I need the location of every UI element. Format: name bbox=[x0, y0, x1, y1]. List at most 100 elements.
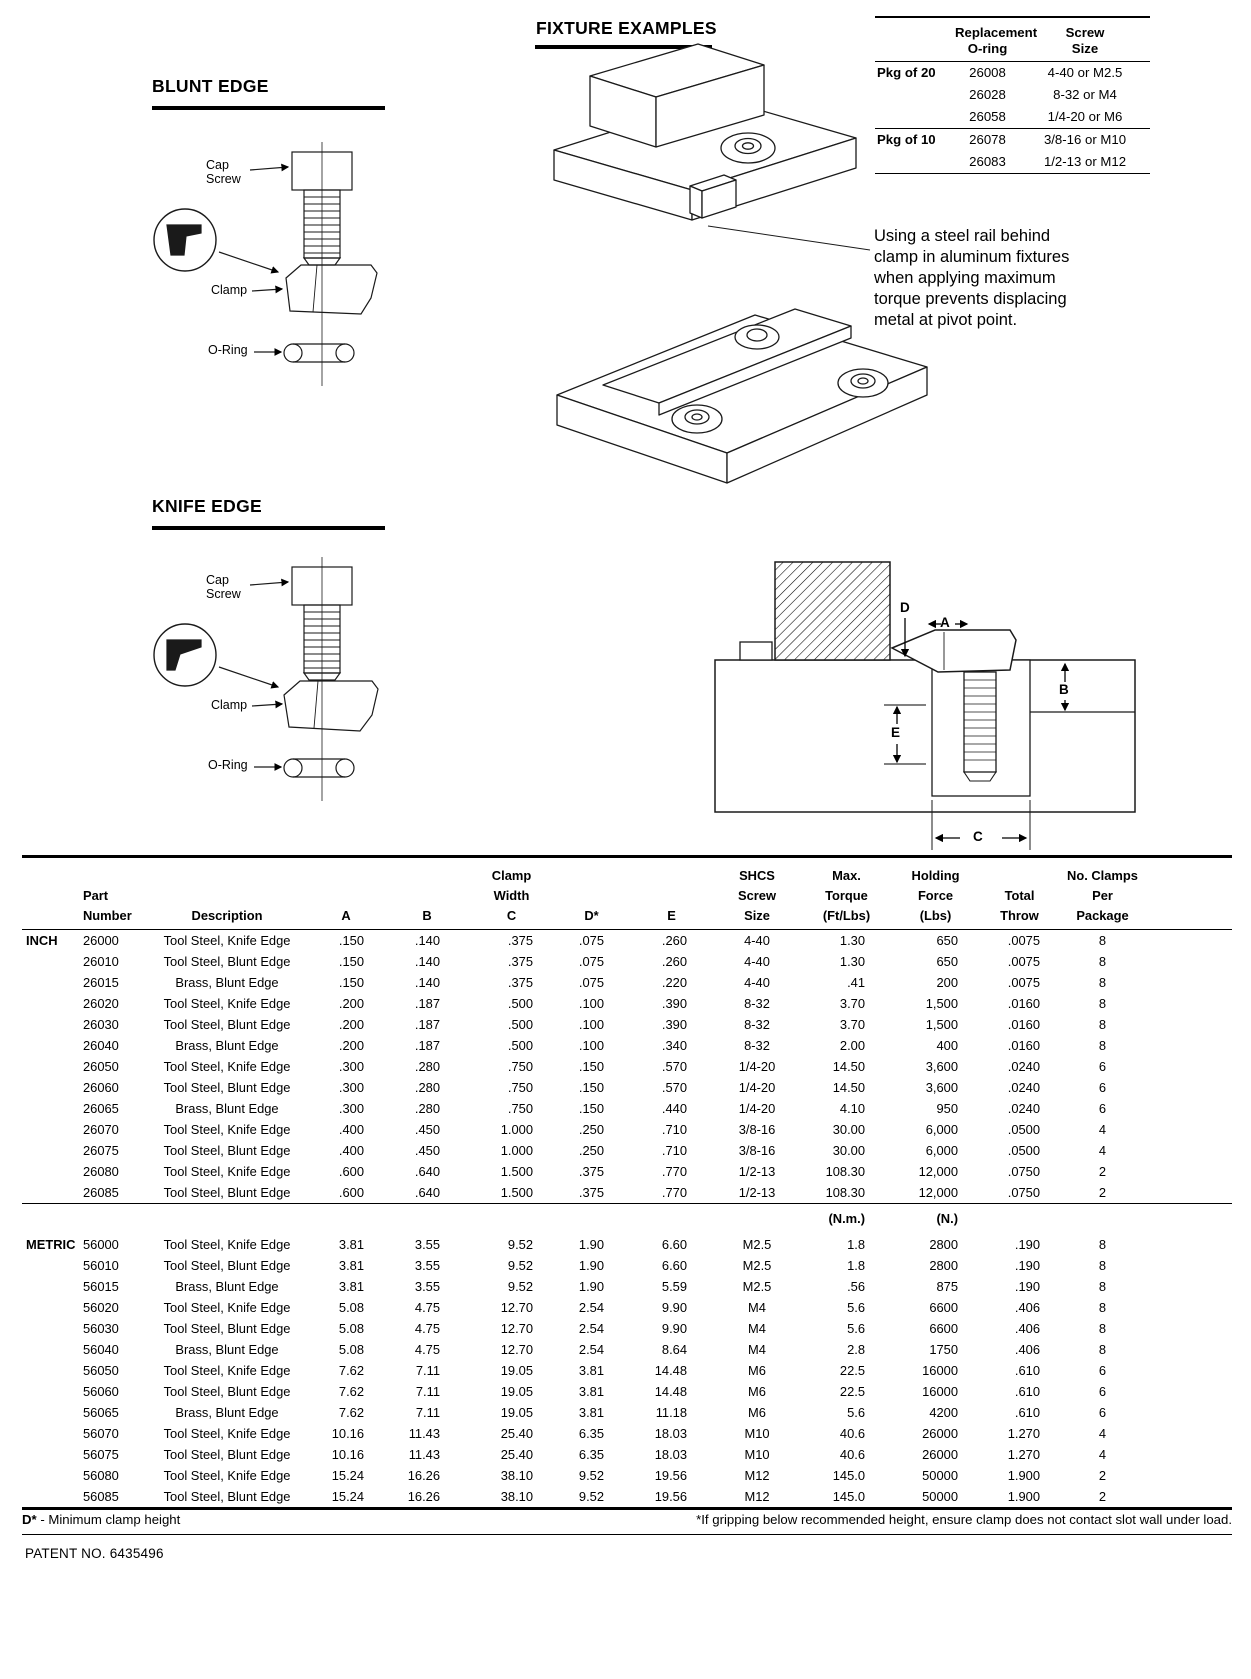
table-cell bbox=[875, 84, 955, 106]
table-cell: .0500 bbox=[1007, 1122, 1040, 1137]
table-cell bbox=[22, 1360, 76, 1381]
table-cell: 2800 bbox=[929, 1237, 958, 1252]
table-cell: .440 bbox=[661, 1101, 687, 1116]
table-cell: Brass, Blunt Edge bbox=[175, 1405, 279, 1420]
header-line: Clamp bbox=[491, 868, 532, 883]
table-cell: 26028 bbox=[969, 87, 1006, 102]
oring-label: O-Ring bbox=[208, 343, 248, 357]
table-cell: M2.5 bbox=[742, 1237, 772, 1252]
table-cell: Tool Steel, Knife Edge bbox=[163, 1237, 291, 1252]
footer-rule bbox=[22, 1534, 1232, 1535]
table-cell: .500 bbox=[507, 1017, 533, 1032]
table-cell: 2.54 bbox=[578, 1321, 604, 1336]
table-cell: .406 bbox=[1014, 1342, 1040, 1357]
header-line: Screw bbox=[1065, 25, 1105, 40]
table-cell: 3.81 bbox=[338, 1258, 364, 1273]
header-line: A bbox=[341, 908, 351, 923]
table-cell: .770 bbox=[661, 1185, 687, 1200]
table-cell: 26050 bbox=[83, 1059, 119, 1074]
oring-label: O-Ring bbox=[208, 758, 248, 772]
table-cell: .0750 bbox=[1007, 1185, 1040, 1200]
table-cell: 40.6 bbox=[839, 1447, 865, 1462]
table-cell: 5.59 bbox=[661, 1279, 687, 1294]
table-cell bbox=[22, 1381, 76, 1402]
label-arrows bbox=[249, 578, 290, 771]
table-cell bbox=[22, 1444, 76, 1465]
table-cell: Pkg of 10 bbox=[877, 132, 936, 147]
table-cell: 6 bbox=[1098, 1405, 1107, 1420]
table-cell: 1.900 bbox=[1007, 1489, 1040, 1504]
table-cell: Tool Steel, Blunt Edge bbox=[163, 1321, 291, 1336]
table-cell: 5.08 bbox=[338, 1321, 364, 1336]
table-cell: 650 bbox=[936, 954, 958, 969]
table-cell: 4-40 bbox=[744, 975, 770, 990]
table-cell: 4 bbox=[1098, 1143, 1107, 1158]
cap-screw-label: Cap Screw bbox=[206, 158, 241, 186]
table-cell: .710 bbox=[661, 1143, 687, 1158]
table-cell: 1.90 bbox=[578, 1258, 604, 1273]
table-cell: 6,000 bbox=[925, 1143, 958, 1158]
table-cell: .187 bbox=[414, 1017, 440, 1032]
table-cell: M10 bbox=[744, 1426, 770, 1441]
table-cell: 26008 bbox=[969, 65, 1006, 80]
table-cell: Brass, Blunt Edge bbox=[175, 1342, 279, 1357]
table-cell bbox=[22, 951, 76, 972]
table-cell: 3,600 bbox=[925, 1080, 958, 1095]
clamp-graphic bbox=[285, 264, 378, 315]
table-cell: 1.90 bbox=[578, 1237, 604, 1252]
header-line: SHCS bbox=[739, 868, 775, 883]
table-cell: 4 bbox=[1098, 1122, 1107, 1137]
edge-detail-circle bbox=[153, 623, 280, 689]
table-cell: 8-32 bbox=[744, 996, 770, 1011]
table-cell: 56070 bbox=[83, 1426, 119, 1441]
table-cell: .400 bbox=[338, 1143, 364, 1158]
table-cell: Tool Steel, Knife Edge bbox=[163, 1164, 291, 1179]
table-cell: 6.35 bbox=[578, 1447, 604, 1462]
table-cell: 950 bbox=[936, 1101, 958, 1116]
table-cell: 3.55 bbox=[414, 1237, 440, 1252]
metric-units-row: (N.m.) (N.) bbox=[22, 1203, 1232, 1234]
table-cell: 2800 bbox=[929, 1258, 958, 1273]
table-cell: 8-32 bbox=[744, 1038, 770, 1053]
col-header-max-torque: Max.Torque(Ft/Lbs) bbox=[801, 856, 892, 930]
table-cell: 145.0 bbox=[832, 1468, 865, 1483]
table-cell: 5.6 bbox=[847, 1405, 865, 1420]
table-cell: 8 bbox=[1098, 954, 1107, 969]
table-cell bbox=[22, 1119, 76, 1140]
table-cell: 1.270 bbox=[1007, 1447, 1040, 1462]
header-line: Force bbox=[917, 888, 954, 903]
header-line: Size bbox=[744, 908, 770, 923]
table-cell bbox=[875, 106, 955, 129]
table-cell: M4 bbox=[748, 1321, 766, 1336]
header-line: Number bbox=[83, 908, 132, 923]
table-cell: 38.10 bbox=[500, 1489, 533, 1504]
table-cell: 108.30 bbox=[825, 1164, 865, 1179]
clamp-cross-section bbox=[890, 629, 1017, 673]
table-cell: Tool Steel, Knife Edge bbox=[163, 1363, 291, 1378]
cap-screw-graphic bbox=[291, 566, 353, 681]
cap-screw-label: Cap Screw bbox=[206, 573, 241, 601]
table-cell: Brass, Blunt Edge bbox=[175, 1279, 279, 1294]
table-cell: 8 bbox=[1098, 1038, 1107, 1053]
fixture-body bbox=[714, 659, 1136, 813]
table-cell: Pkg of 20 bbox=[877, 65, 936, 80]
table-cell: 3,600 bbox=[925, 1059, 958, 1074]
table-cell: .610 bbox=[1014, 1405, 1040, 1420]
table-cell bbox=[22, 1423, 76, 1444]
table-cell: 5.08 bbox=[338, 1342, 364, 1357]
table-cell: .0075 bbox=[1007, 933, 1040, 948]
table-cell: 16.26 bbox=[407, 1468, 440, 1483]
